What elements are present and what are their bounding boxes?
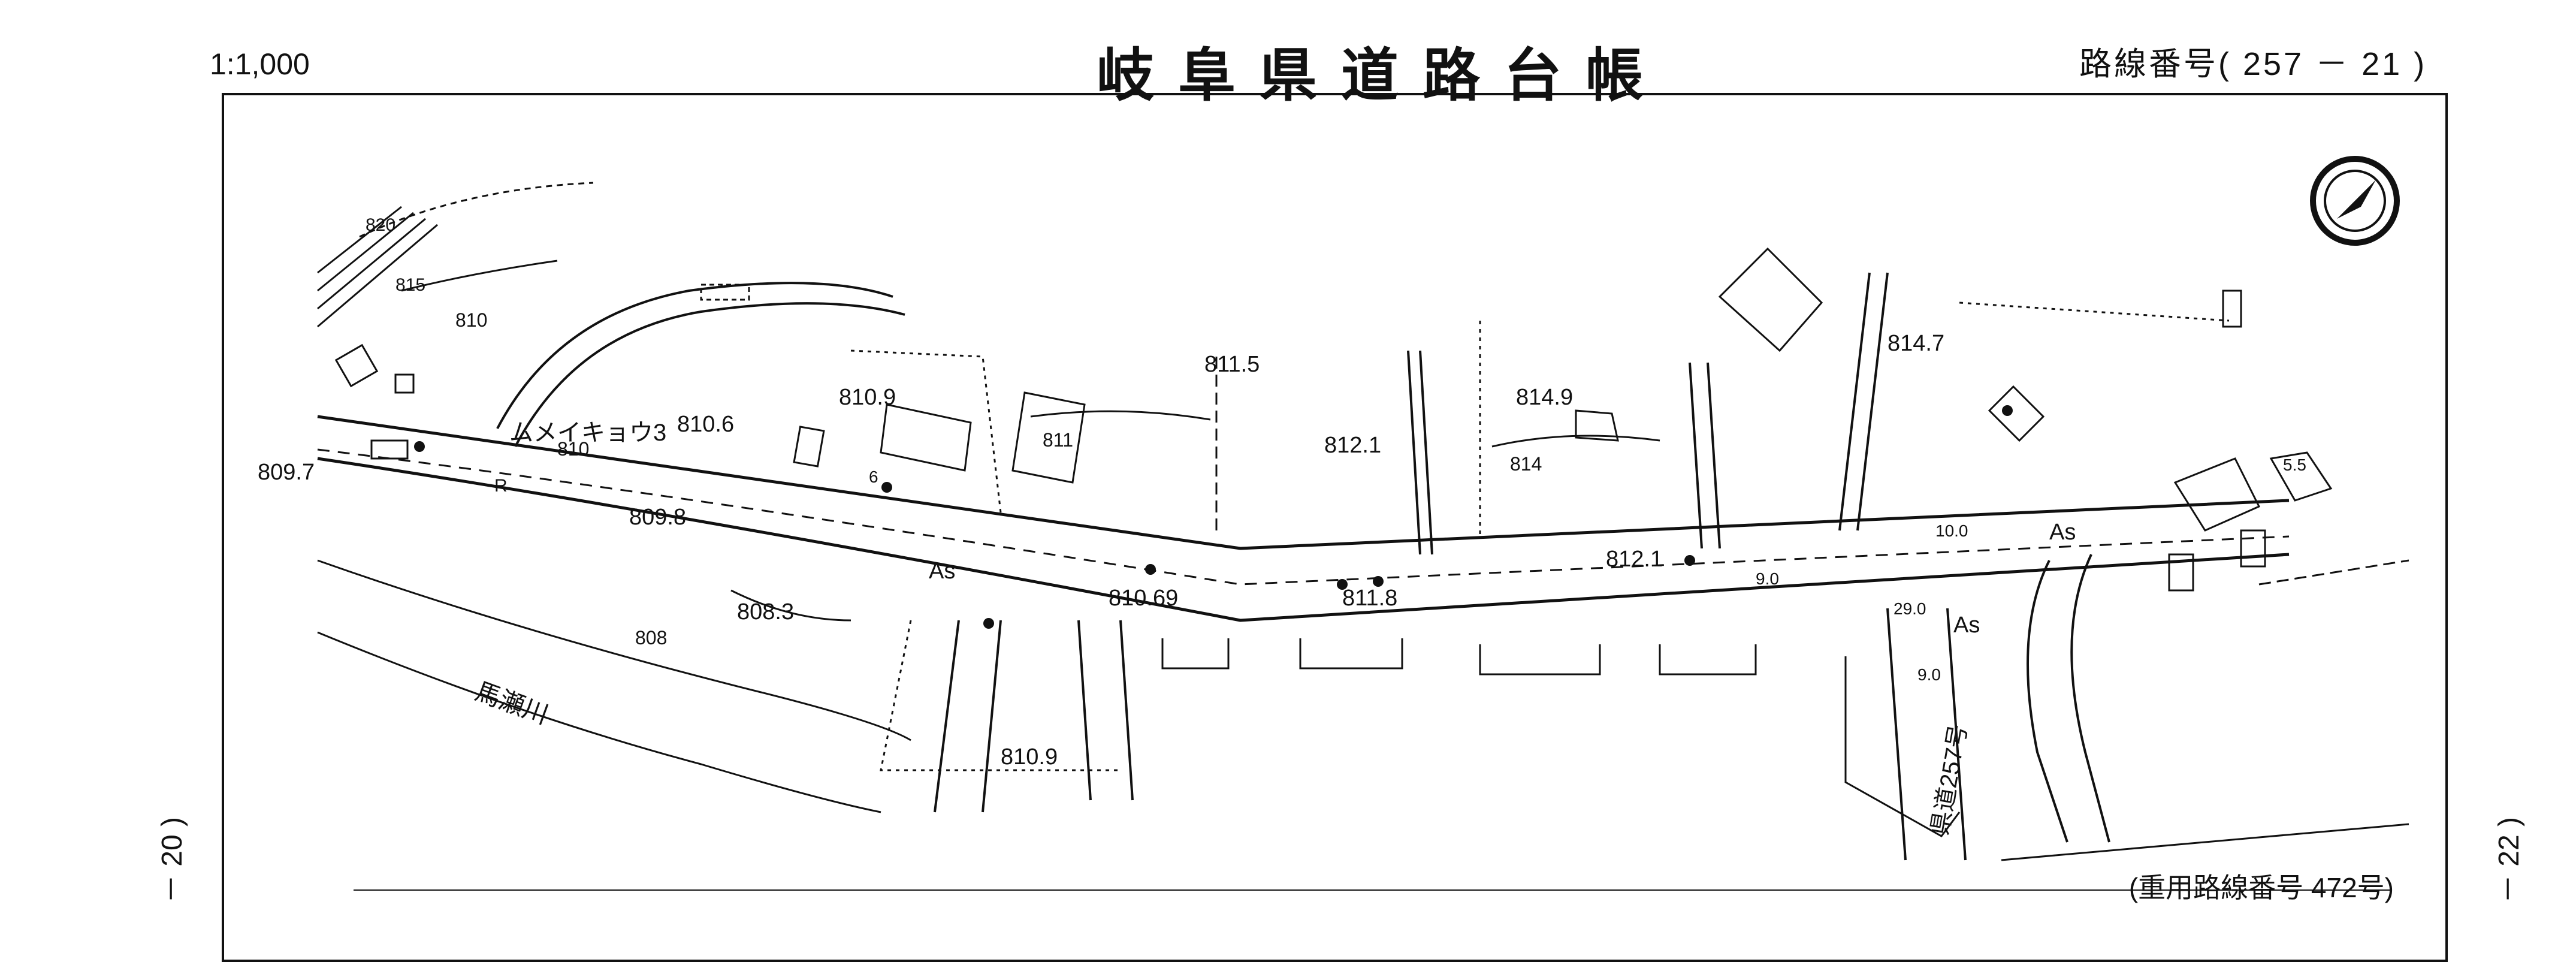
contour-label: 810 — [455, 309, 487, 331]
elevation-label: 810.9 — [839, 385, 896, 410]
elevation-label: 814.7 — [1888, 331, 1944, 356]
contour-label: 810 — [557, 438, 589, 460]
route-number: 路線番号( 257 － 21 ) — [2079, 46, 2427, 82]
width-label: 29.0 — [1894, 599, 1926, 618]
contour-label: 820 — [366, 215, 395, 235]
contour-label: 814 — [1510, 453, 1542, 475]
width-label: 9.0 — [1756, 569, 1779, 588]
place-name-label: ムメイキョウ3 — [509, 420, 666, 446]
map-drawing: As As As 810.6 810.9 811.5 814.9 814.7 8… — [258, 156, 2409, 891]
prefectural-road-label: 県道257号 — [1927, 722, 1973, 837]
road-surface-label: As — [929, 559, 955, 584]
elevation-label: 812.1 — [1606, 547, 1663, 572]
elevation-label: 809.7 — [258, 460, 315, 485]
page-number-right: － 22 ) — [2493, 816, 2526, 904]
elevation-label: 810.69 — [1109, 586, 1178, 611]
map-scale: 1:1,000 — [210, 47, 310, 81]
contour-label: 808 — [635, 627, 667, 649]
elevation-label: 809.8 — [629, 505, 686, 530]
marker-label: 6 — [869, 468, 878, 486]
elevation-label: 810.6 — [677, 412, 734, 437]
road-surface-label: As — [1953, 613, 1980, 638]
elevation-label: 810.9 — [1001, 744, 1058, 770]
width-label: 5.5 — [2283, 456, 2306, 474]
road-map: As As As 810.6 810.9 811.5 814.9 814.7 8… — [222, 93, 2448, 942]
road-surface-label: As — [2049, 520, 2076, 545]
elevation-label: 811.5 — [1204, 352, 1260, 377]
elevation-label: 812.1 — [1324, 433, 1381, 458]
elevation-label: 808.3 — [737, 599, 794, 625]
marker-label: R — [494, 476, 508, 496]
elevation-label: 814.9 — [1516, 385, 1573, 410]
width-label: 9.0 — [1917, 665, 1941, 684]
important-route-number: (重用路線番号 472号) — [2128, 872, 2394, 903]
contour-label: 815 — [395, 275, 425, 295]
page-number-left: － 20 ) — [156, 816, 189, 904]
river-label: 馬瀬川 — [472, 677, 552, 729]
north-arrow-icon — [2310, 156, 2400, 246]
page-title: 岐阜県道路台帳 — [1097, 42, 1667, 109]
contour-label: 811 — [1043, 429, 1073, 451]
elevation-label: 811.8 — [1342, 586, 1397, 611]
width-label: 10.0 — [1935, 521, 1968, 540]
